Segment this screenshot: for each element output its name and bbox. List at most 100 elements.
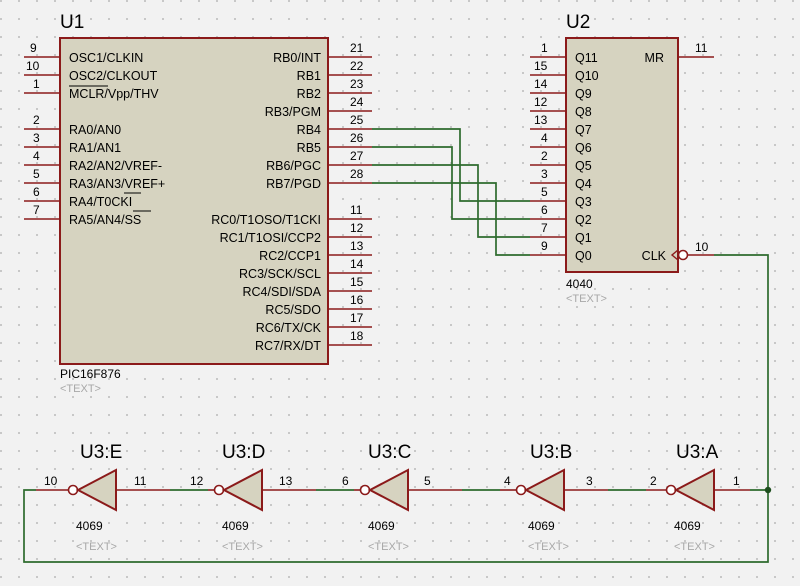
svg-text:24: 24 bbox=[350, 95, 364, 109]
u2-pin-6: 6Q2 bbox=[530, 203, 592, 227]
svg-text:RC2/CCP1: RC2/CCP1 bbox=[259, 249, 321, 263]
svg-text:12: 12 bbox=[350, 221, 364, 235]
svg-text:15: 15 bbox=[350, 275, 364, 289]
u2-pin-3: 3Q4 bbox=[530, 167, 592, 191]
svg-text:Q2: Q2 bbox=[575, 213, 592, 227]
svg-text:12: 12 bbox=[190, 474, 204, 488]
svg-text:RA2/AN2/VREF-: RA2/AN2/VREF- bbox=[69, 159, 162, 173]
svg-text:7: 7 bbox=[541, 221, 548, 235]
svg-text:22: 22 bbox=[350, 59, 364, 73]
svg-text:3: 3 bbox=[33, 131, 40, 145]
svg-text:10: 10 bbox=[26, 59, 40, 73]
svg-text:CLK: CLK bbox=[642, 249, 667, 263]
svg-text:3: 3 bbox=[586, 474, 593, 488]
svg-text:RB2: RB2 bbox=[297, 87, 321, 101]
u1-part-number: PIC16F876 bbox=[60, 367, 121, 381]
svg-text:21: 21 bbox=[350, 41, 364, 55]
svg-text:Q3: Q3 bbox=[575, 195, 592, 209]
svg-text:Q11: Q11 bbox=[575, 51, 598, 65]
svg-text:14: 14 bbox=[534, 77, 548, 91]
svg-text:RC0/T1OSO/T1CKI: RC0/T1OSO/T1CKI bbox=[211, 213, 321, 227]
svg-text:<TEXT>: <TEXT> bbox=[368, 541, 409, 553]
svg-text:3: 3 bbox=[541, 167, 548, 181]
svg-text:2: 2 bbox=[33, 113, 40, 127]
u3d-inverter[interactable]: U3:D 12 13 4069 <TEXT> bbox=[190, 442, 316, 553]
svg-text:5: 5 bbox=[424, 474, 431, 488]
svg-text:9: 9 bbox=[30, 41, 37, 55]
u2-pin-clk: 10 CLK bbox=[642, 240, 714, 263]
svg-text:RA0/AN0: RA0/AN0 bbox=[69, 123, 121, 137]
svg-text:RC5/SDO: RC5/SDO bbox=[265, 303, 321, 317]
junction-dot bbox=[764, 486, 772, 494]
svg-text:RB4: RB4 bbox=[297, 123, 321, 137]
u2-body bbox=[565, 37, 679, 273]
svg-text:5: 5 bbox=[541, 185, 548, 199]
u3a-inverter[interactable]: U3:A 2 1 4069 <TEXT> bbox=[646, 442, 750, 553]
u3e-inverter[interactable]: U3:E 10 11 4069 <TEXT> bbox=[36, 442, 170, 553]
svg-text:13: 13 bbox=[350, 239, 364, 253]
svg-text:RB0/INT: RB0/INT bbox=[273, 51, 321, 65]
svg-text:2: 2 bbox=[650, 474, 657, 488]
svg-text:4069: 4069 bbox=[674, 519, 701, 533]
wire-rb7-q0 bbox=[372, 182, 530, 256]
u3c-inverter[interactable]: U3:C 6 5 4069 <TEXT> bbox=[342, 442, 462, 553]
u2-text-placeholder: <TEXT> bbox=[566, 293, 607, 305]
svg-text:Q1: Q1 bbox=[575, 231, 592, 245]
svg-text:28: 28 bbox=[350, 167, 364, 181]
svg-text:6: 6 bbox=[541, 203, 548, 217]
wire-rb6-q1 bbox=[372, 164, 530, 238]
u3c-reference: U3:C bbox=[368, 442, 411, 463]
svg-text:4069: 4069 bbox=[368, 519, 395, 533]
svg-text:12: 12 bbox=[534, 95, 548, 109]
u3b-inverter[interactable]: U3:B 4 3 4069 <TEXT> bbox=[500, 442, 608, 553]
svg-text:OSC2/CLKOUT: OSC2/CLKOUT bbox=[69, 69, 158, 83]
u2-pin-5: 5Q3 bbox=[530, 185, 592, 209]
u1-reference: U1 bbox=[60, 12, 84, 33]
svg-text:15: 15 bbox=[534, 59, 548, 73]
svg-text:Q4: Q4 bbox=[575, 177, 592, 191]
svg-text:4069: 4069 bbox=[222, 519, 249, 533]
svg-text:OSC1/CLKIN: OSC1/CLKIN bbox=[69, 51, 143, 65]
u2-part-number: 4040 bbox=[566, 277, 593, 291]
svg-text:RC3/SCK/SCL: RC3/SCK/SCL bbox=[239, 267, 321, 281]
svg-text:RA5/AN4/SS: RA5/AN4/SS bbox=[69, 213, 141, 227]
svg-text:11: 11 bbox=[134, 474, 147, 488]
svg-text:9: 9 bbox=[541, 239, 548, 253]
svg-text:4069: 4069 bbox=[528, 519, 555, 533]
u2-reference: U2 bbox=[566, 12, 590, 33]
clk-edge-marker bbox=[670, 249, 679, 261]
svg-text:RA1/AN1: RA1/AN1 bbox=[69, 141, 121, 155]
svg-text:11: 11 bbox=[350, 203, 363, 217]
svg-text:13: 13 bbox=[534, 113, 548, 127]
u2-pin-4: 4Q6 bbox=[530, 131, 592, 155]
svg-text:<TEXT>: <TEXT> bbox=[674, 541, 715, 553]
svg-text:1: 1 bbox=[733, 474, 740, 488]
svg-text:Q0: Q0 bbox=[575, 249, 592, 263]
svg-text:23: 23 bbox=[350, 77, 364, 91]
svg-text:2: 2 bbox=[541, 149, 548, 163]
svg-text:10: 10 bbox=[695, 240, 709, 254]
svg-text:RC7/RX/DT: RC7/RX/DT bbox=[255, 339, 321, 353]
u2-pin-9: 9Q0 bbox=[530, 239, 592, 263]
svg-text:26: 26 bbox=[350, 131, 364, 145]
